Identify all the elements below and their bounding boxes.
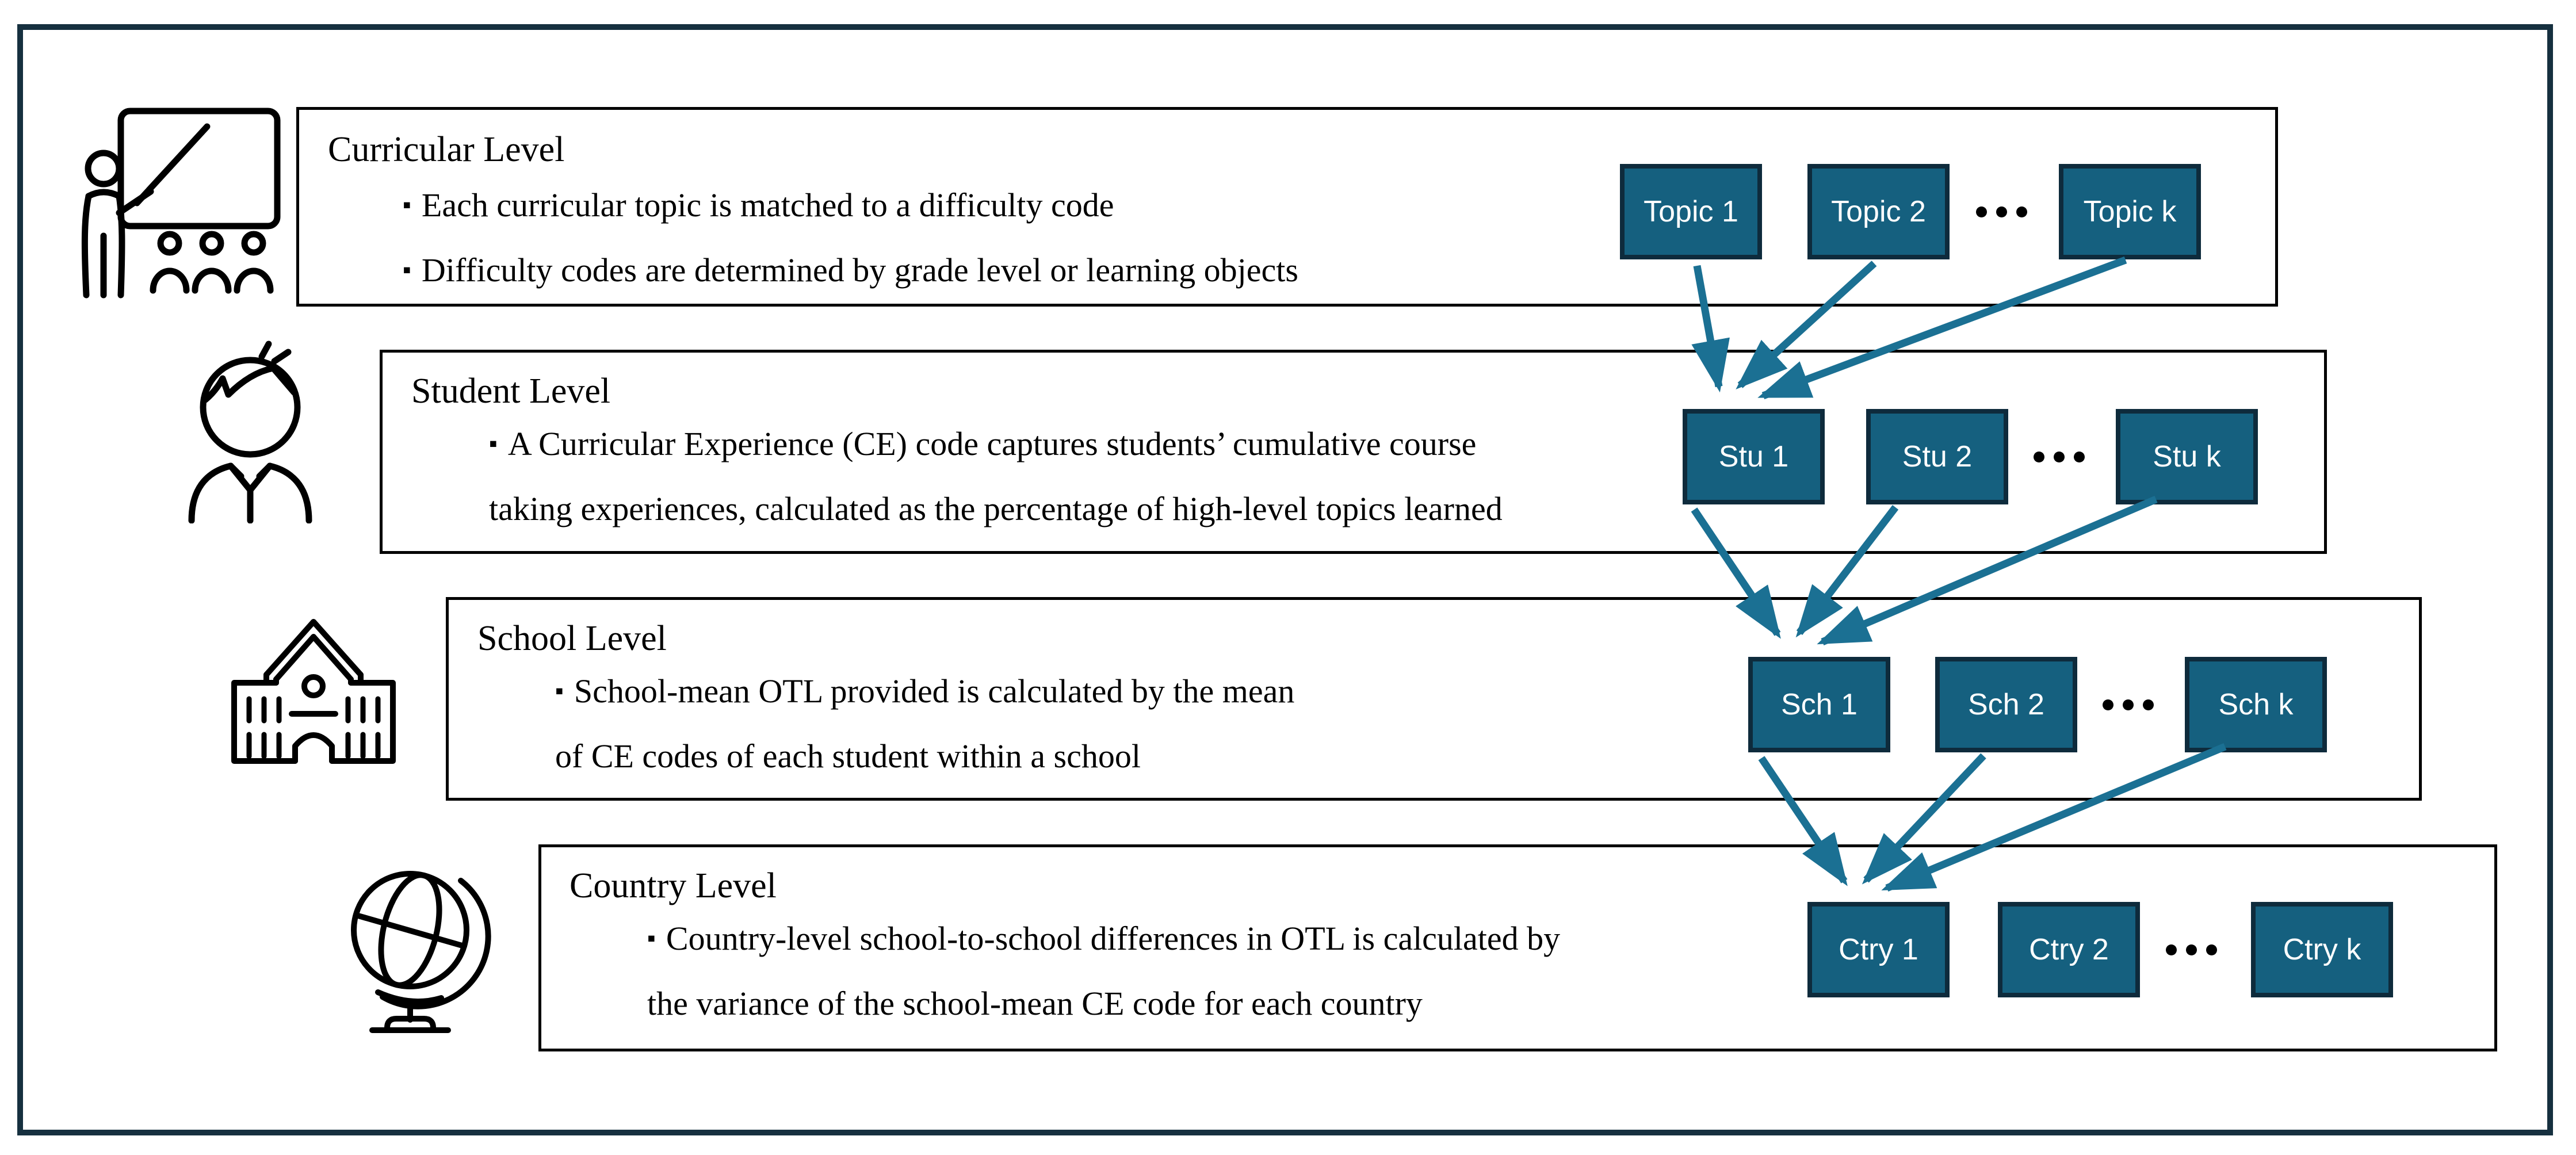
bullet-square: ▪ xyxy=(403,257,411,284)
country-1-chip: Ctry 1 xyxy=(1807,902,1950,997)
student-level-box xyxy=(380,350,2327,554)
student-k-chip: Stu k xyxy=(2116,409,2258,504)
school-ellipsis-dots xyxy=(2103,657,2154,752)
outer-border xyxy=(17,24,2553,1135)
student-ellipsis-dots xyxy=(2034,409,2085,504)
student-level-title: Student Level xyxy=(411,372,611,411)
student-1-chip: Stu 1 xyxy=(1683,409,1825,504)
school-level-title: School Level xyxy=(477,619,667,658)
school-2-chip: Sch 2 xyxy=(1935,657,2077,752)
curricular-level-title: Curricular Level xyxy=(328,130,565,169)
country-k-chip: Ctry k xyxy=(2251,902,2393,997)
school-k-chip: Sch k xyxy=(2185,657,2327,752)
curricular-level-bullets: ▪Each curricular topic is matched to a d… xyxy=(403,173,1611,303)
topic-ellipsis-dots xyxy=(1976,164,2027,259)
curricular-level-box xyxy=(296,107,2278,307)
bullet-item: ▪Each curricular topic is matched to a d… xyxy=(403,186,1114,224)
student-2-chip: Stu 2 xyxy=(1866,409,2008,504)
country-level-title: Country Level xyxy=(570,866,777,905)
bullet-item: ▪Difficulty codes are determined by grad… xyxy=(403,251,1298,289)
globe-icon xyxy=(351,871,491,1033)
bullet-square: ▪ xyxy=(403,192,411,219)
bullet-square: ▪ xyxy=(555,678,564,705)
topic-1-chip: Topic 1 xyxy=(1620,164,1762,259)
country-level-box xyxy=(538,844,2497,1051)
bullet-item: ▪School-mean OTL provided is calculated … xyxy=(555,672,1295,775)
school-level-box xyxy=(446,597,2422,801)
country-ellipsis-dots xyxy=(2166,902,2217,997)
country-level-bullets: ▪Country-level school-to-school differen… xyxy=(647,906,1913,1036)
school-1-chip: Sch 1 xyxy=(1748,657,1890,752)
country-2-chip: Ctry 2 xyxy=(1998,902,2140,997)
topic-k-chip: Topic k xyxy=(2059,164,2201,259)
school-level-bullets: ▪School-mean OTL provided is calculated … xyxy=(555,659,1706,789)
bullet-item: ▪Country-level school-to-school differen… xyxy=(647,920,1561,1023)
bullet-item: ▪A Curricular Experience (CE) code captu… xyxy=(489,425,1503,528)
student-icon xyxy=(188,341,312,523)
bullet-square: ▪ xyxy=(489,431,498,457)
topic-2-chip: Topic 2 xyxy=(1807,164,1950,259)
student-level-bullets: ▪A Curricular Experience (CE) code captu… xyxy=(489,411,1709,541)
school-icon xyxy=(231,619,396,764)
bullet-square: ▪ xyxy=(647,925,656,952)
teacher-icon xyxy=(81,108,281,299)
